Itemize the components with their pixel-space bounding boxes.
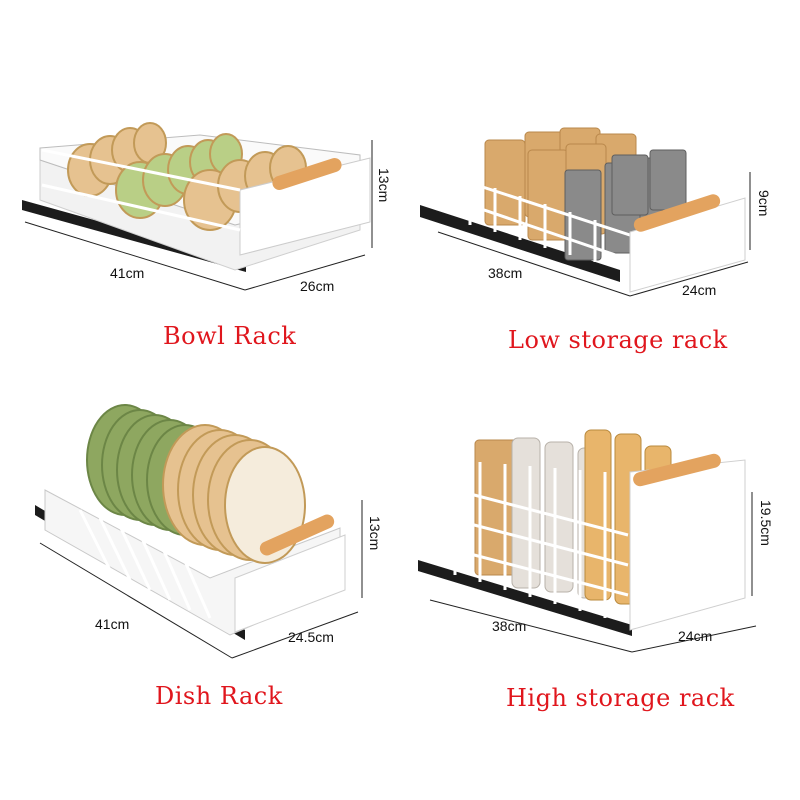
- bowl-rack-length-label: 41cm: [110, 265, 145, 281]
- high-storage-rack-caption: High storage rack: [506, 684, 735, 712]
- dish-rack-image: [35, 404, 363, 659]
- bowl-rack-panel: 41cm 26cm 13cm Bowl Rack: [0, 0, 400, 400]
- dish-rack-panel: 41cm 24.5cm 13cm Dish Rack: [0, 400, 400, 800]
- bowl-rack-height-label: 13cm: [376, 168, 392, 203]
- low-storage-rack-caption: Low storage rack: [508, 326, 728, 354]
- high-storage-rack-height-label: 19.5cm: [758, 500, 774, 546]
- low-storage-rack-panel: 38cm 24cm 9cm Low storage rack: [400, 0, 800, 400]
- high-storage-rack-panel: 38cm 24cm 19.5cm High storage rack: [400, 400, 800, 800]
- bowl-rack-width-label: 26cm: [300, 278, 335, 294]
- dish-rack-height-label: 13cm: [367, 516, 383, 551]
- low-storage-rack-image: [420, 127, 751, 297]
- dish-rack-length-label: 41cm: [95, 616, 130, 632]
- low-storage-rack-length-label: 38cm: [488, 265, 523, 281]
- bowl-rack-image: [22, 122, 373, 291]
- high-storage-rack-length-label: 38cm: [492, 618, 527, 634]
- dish-rack-width-label: 24.5cm: [288, 629, 334, 645]
- high-storage-rack-image: [418, 429, 757, 653]
- low-storage-rack-height-label: 9cm: [756, 190, 772, 217]
- low-storage-rack-width-label: 24cm: [682, 282, 717, 298]
- high-storage-rack-width-label: 24cm: [678, 628, 713, 644]
- bowl-rack-caption: Bowl Rack: [163, 322, 297, 350]
- dish-rack-caption: Dish Rack: [155, 682, 283, 710]
